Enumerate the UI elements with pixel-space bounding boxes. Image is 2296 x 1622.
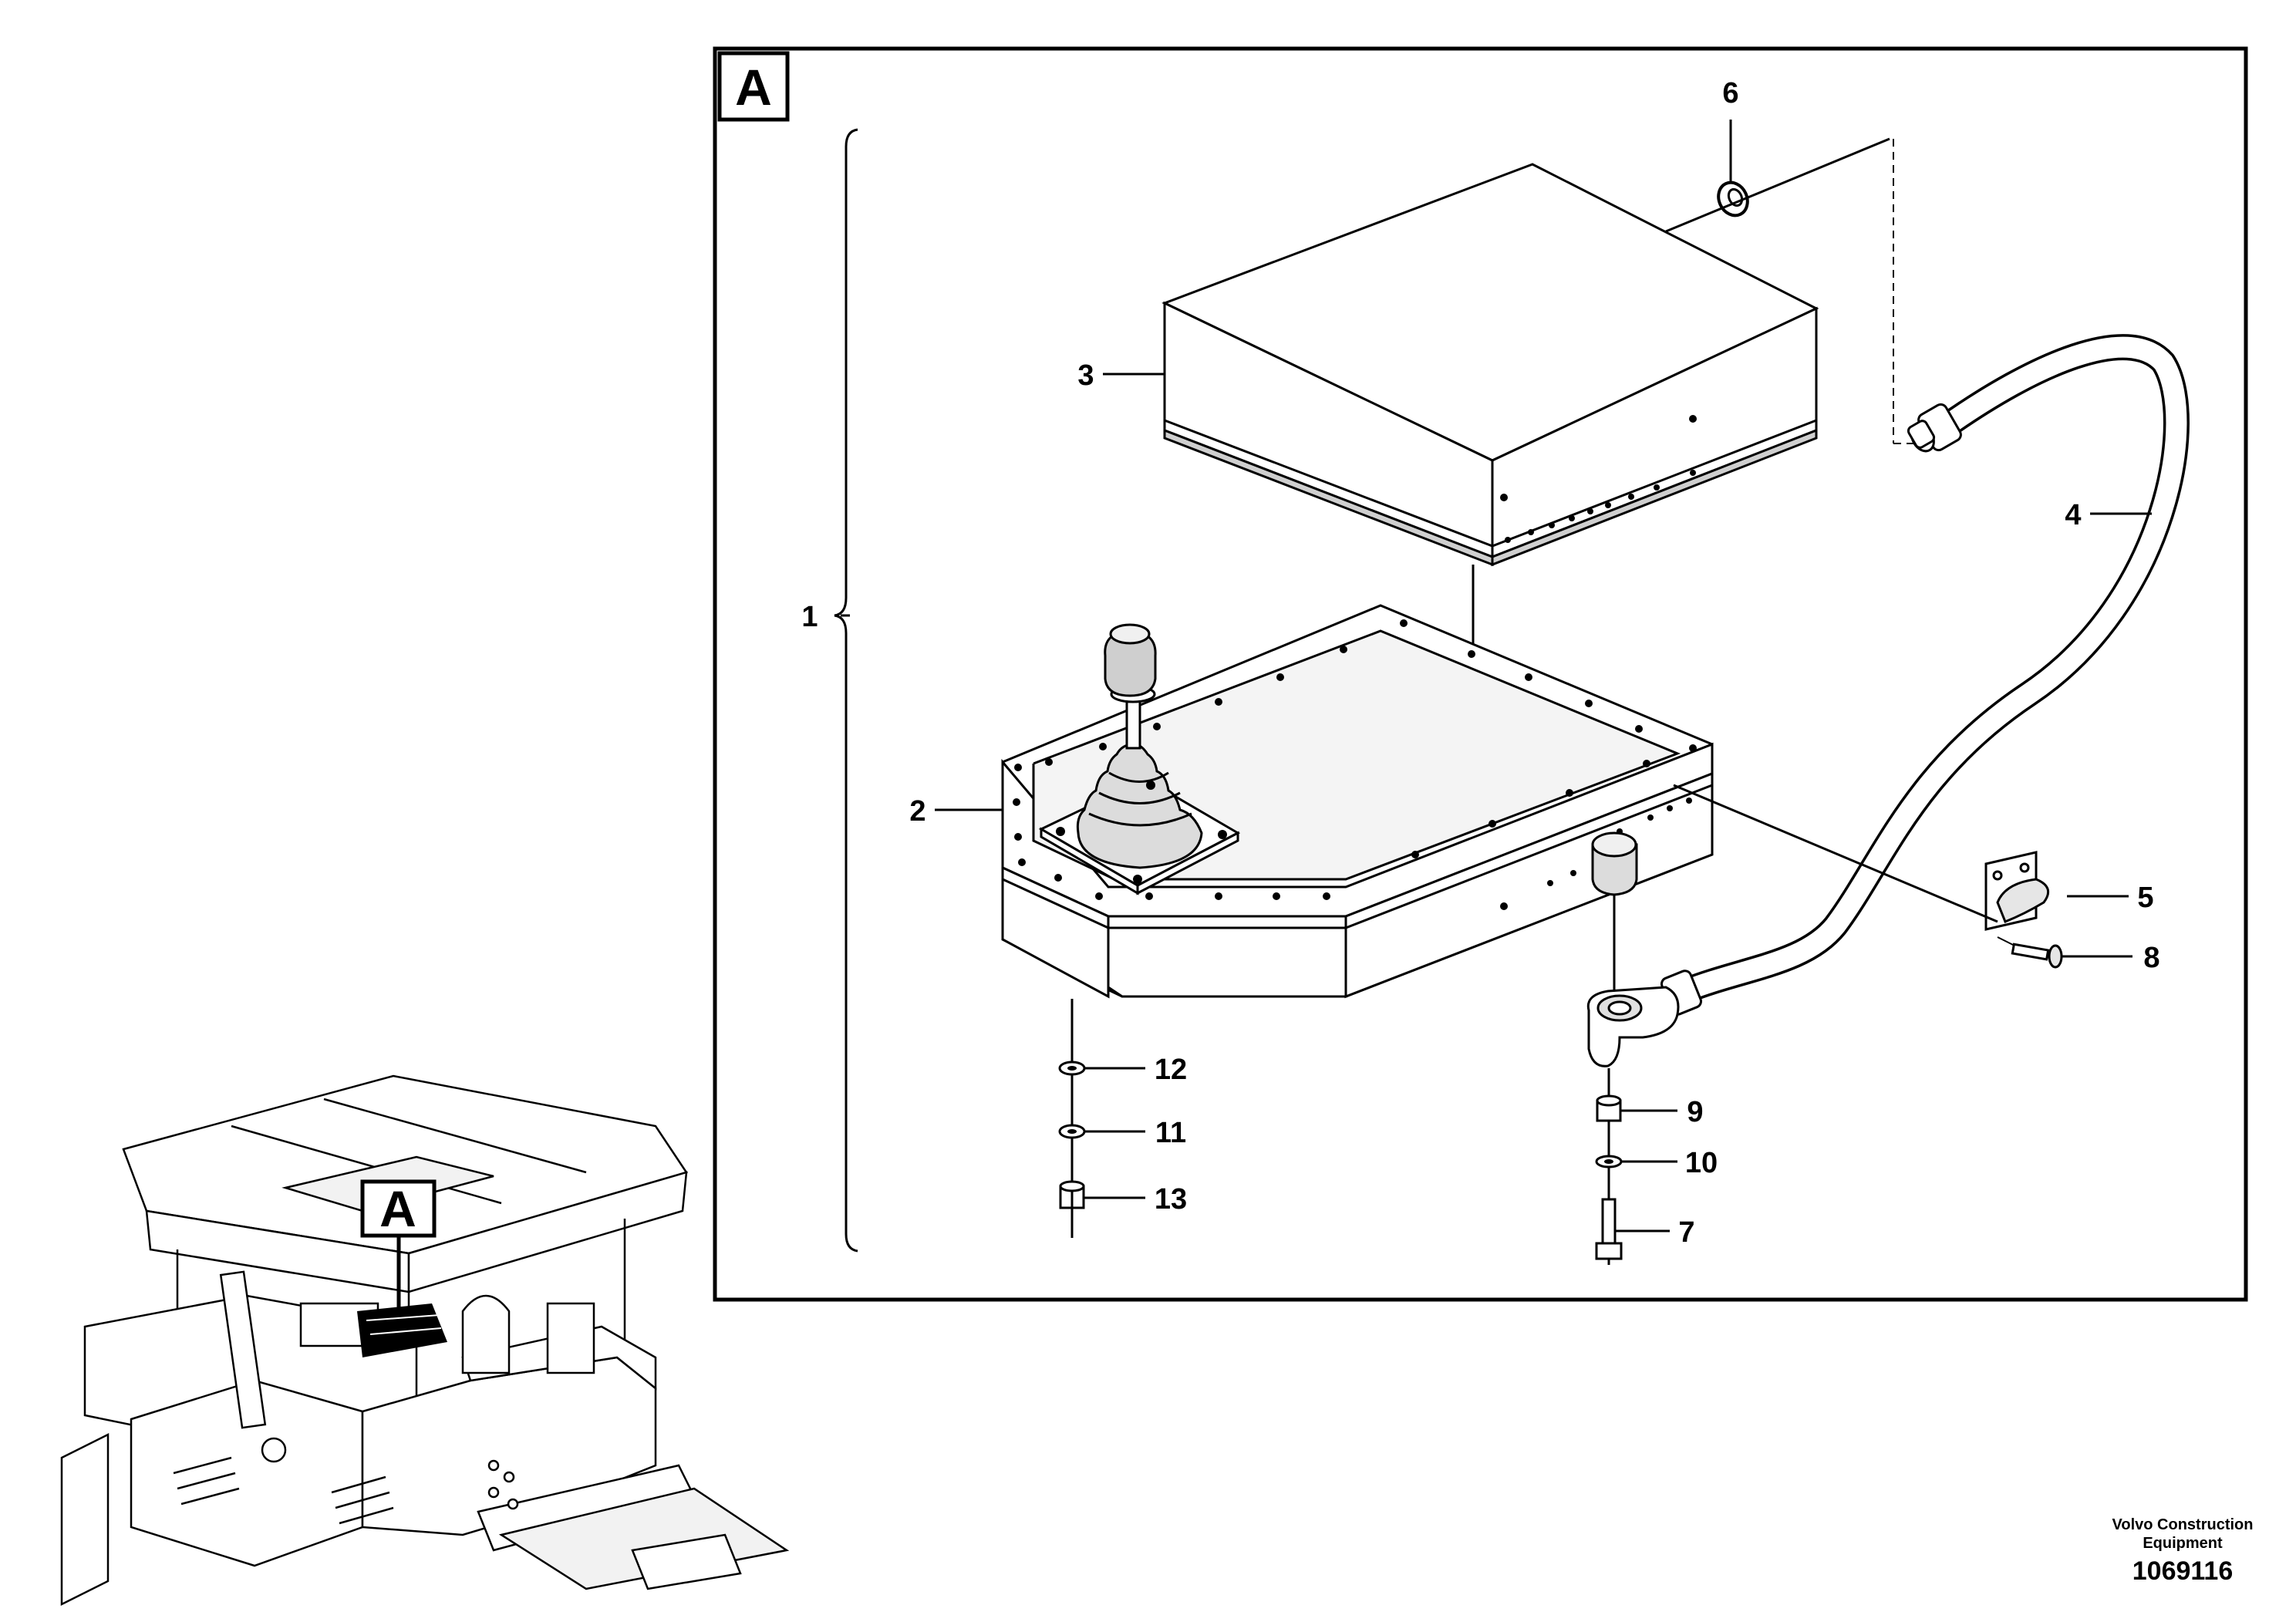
base-screw-holes — [1013, 619, 1697, 910]
callout-2: 2 — [909, 795, 925, 828]
callout-12: 12 — [1155, 1054, 1187, 1086]
callout-7: 7 — [1678, 1216, 1694, 1249]
brand-line-2: Equipment — [2143, 1535, 2223, 1552]
bolt-7-part — [1595, 1198, 1623, 1260]
cover-screw-holes — [1500, 415, 1697, 543]
joystick — [1038, 623, 1241, 895]
assembly-brace — [834, 128, 858, 1253]
callout-8: 8 — [2143, 942, 2159, 974]
bracket-part — [1984, 851, 2050, 931]
seal-to-cable-line — [1665, 137, 1890, 233]
overview-marker-box — [360, 1179, 437, 1238]
connector-plug — [1591, 831, 1638, 896]
callout-9: 9 — [1687, 1096, 1703, 1128]
detail-frame — [713, 46, 2248, 1302]
callout-13: 13 — [1155, 1183, 1187, 1216]
callout-leaders — [841, 120, 2152, 1233]
callout-11: 11 — [1155, 1117, 1186, 1149]
nut-13-part — [1059, 1180, 1085, 1209]
washer-11-part — [1058, 1124, 1086, 1139]
machine-overview — [60, 1074, 790, 1607]
screw-8-part — [2011, 943, 2063, 969]
washer-12-part — [1058, 1061, 1086, 1076]
drawing-number: 1069116 — [2132, 1556, 2234, 1586]
overview-highlighted-part — [357, 1303, 447, 1357]
overview-marker-label: A — [379, 1180, 416, 1237]
callout-1: 1 — [801, 601, 818, 633]
callout-6: 6 — [1722, 77, 1738, 110]
nut-9-part — [1596, 1094, 1622, 1122]
callout-10: 10 — [1685, 1147, 1718, 1179]
washer-10-part — [1595, 1155, 1623, 1168]
cable-part — [1586, 334, 2190, 1067]
callout-4: 4 — [2065, 499, 2081, 531]
brand-caption: Volvo Construction Equipment — [2082, 1516, 2283, 1553]
brand-line-1: Volvo Construction — [2112, 1516, 2254, 1533]
detail-label: A — [735, 59, 772, 116]
detail-label-box — [717, 51, 790, 122]
callout-5: 5 — [2137, 882, 2153, 914]
cover-part — [1161, 163, 1819, 567]
callout-3: 3 — [1077, 359, 1094, 392]
